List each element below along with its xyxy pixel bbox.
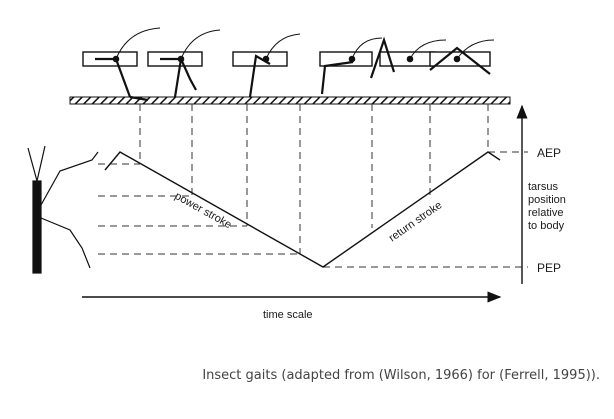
dashed-level-lines	[98, 151, 528, 268]
tarsus-label-line-2: position	[528, 194, 566, 206]
leg-posture-6	[429, 39, 495, 75]
return-stroke-label: return stroke	[387, 199, 444, 244]
tarsus-label-line-3: relative	[528, 207, 563, 219]
leg-posture-4	[319, 37, 383, 95]
tarsus-label-line-4: to body	[528, 220, 565, 232]
leg-posture-2	[147, 29, 221, 98]
leg-posture-sketches	[82, 27, 495, 102]
leg-posture-1	[82, 27, 161, 102]
aep-label: AEP	[537, 146, 561, 160]
dashed-drop-lines	[139, 104, 489, 254]
pep-label: PEP	[537, 261, 561, 275]
left-leg-sketch	[27, 145, 99, 274]
leg-posture-5	[369, 36, 447, 79]
time-scale-label: time scale	[263, 309, 313, 321]
tarsus-trajectory	[104, 151, 501, 268]
tarsus-label-line-1: tarsus	[528, 181, 558, 193]
ground-bar	[69, 96, 511, 105]
figure-caption: Insect gaits (adapted from (Wilson, 1966…	[202, 368, 600, 383]
leg-posture-3	[232, 33, 301, 98]
